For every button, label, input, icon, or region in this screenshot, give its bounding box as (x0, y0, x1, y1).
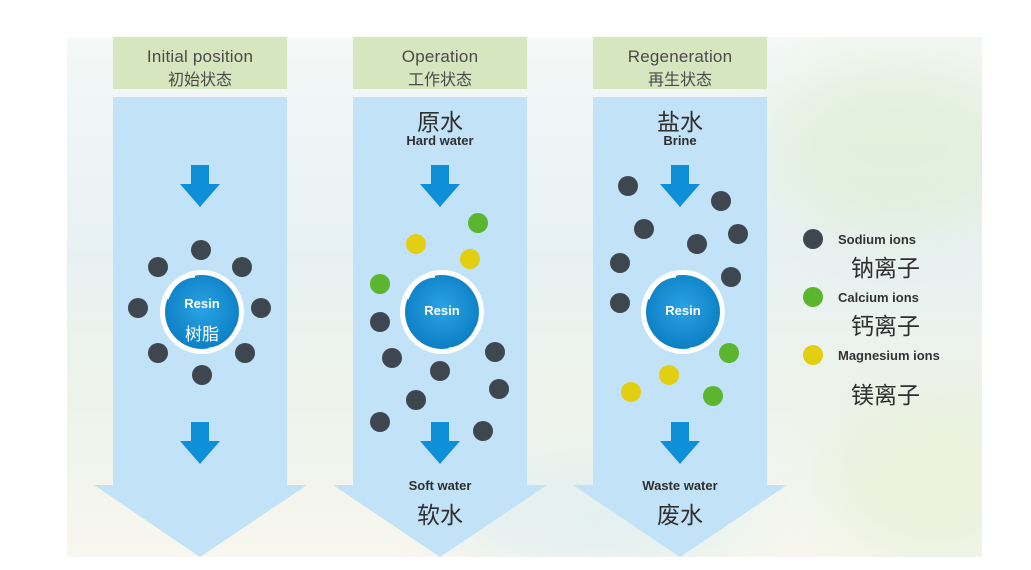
magnesium-ion (406, 234, 426, 254)
magnesium-ion (460, 249, 480, 269)
sodium-ion (406, 390, 426, 410)
sodium-ion (687, 234, 707, 254)
sodium-ion (618, 176, 638, 196)
sodium-ion (370, 412, 390, 432)
resin-label-operation: Resin (424, 303, 460, 318)
resin-sphere-operation (400, 270, 484, 354)
flow-arrow-regeneration-top (660, 165, 700, 207)
calcium-ion (468, 213, 488, 233)
legend-dot-sodium (803, 229, 823, 249)
calcium-ion (703, 386, 723, 406)
resin-sphere-initial (160, 270, 244, 354)
magnesium-ion (659, 365, 679, 385)
sodium-ion (634, 219, 654, 239)
header-regeneration-en: Regeneration (627, 47, 733, 66)
header-regeneration-cn: 再生状态 (647, 70, 712, 89)
sodium-ion (721, 267, 741, 287)
sodium-ion (728, 224, 748, 244)
flow-arrow-initial-top (180, 165, 220, 207)
header-initial-en: Initial position (146, 47, 254, 66)
flow-arrow-initial-bottom (180, 422, 220, 464)
operation-bottom-en: Soft water (408, 478, 472, 493)
sodium-ion (370, 312, 390, 332)
legend-magnesium-cn: 镁离子 (851, 383, 920, 409)
sodium-ion (610, 293, 630, 313)
sodium-ion (430, 361, 450, 381)
resin-label-initial-cn: 树脂 (185, 325, 219, 345)
sodium-ion (148, 343, 168, 363)
sodium-ion (251, 298, 271, 318)
magnesium-ion (621, 382, 641, 402)
resin-label-regeneration: Resin (665, 303, 701, 318)
legend-calcium-cn: 钙离子 (851, 314, 920, 340)
regeneration-top-en: Brine (663, 133, 697, 148)
sodium-ion (610, 253, 630, 273)
flow-arrow-operation-bottom (420, 422, 460, 464)
header-regeneration: Regeneration 再生状态 (593, 37, 767, 89)
header-operation: Operation 工作状态 (353, 37, 527, 89)
sodium-ion (485, 342, 505, 362)
legend-dot-magnesium (803, 345, 823, 365)
calcium-ion (719, 343, 739, 363)
sodium-ion (489, 379, 509, 399)
header-operation-cn: 工作状态 (407, 70, 472, 89)
resin-sphere-regeneration (641, 270, 725, 354)
sodium-ion (148, 257, 168, 277)
regeneration-bottom-cn: 废水 (657, 503, 703, 529)
sodium-ion (473, 421, 493, 441)
sodium-ion (191, 240, 211, 260)
diagram-graphics (94, 97, 787, 557)
legend-calcium-en: Calcium ions (838, 290, 919, 305)
header-operation-en: Operation (401, 47, 479, 66)
legend-sodium-en: Sodium ions (838, 232, 916, 247)
sodium-ion (192, 365, 212, 385)
flow-arrow-operation-top (420, 165, 460, 207)
sodium-ion (235, 343, 255, 363)
legend-magnesium-en: Magnesium ions (838, 348, 940, 363)
operation-top-en: Hard water (406, 133, 474, 148)
operation-bottom-cn: 软水 (417, 503, 463, 529)
resin-label-initial-en: Resin (184, 296, 220, 311)
header-initial: Initial position 初始状态 (113, 37, 287, 89)
operation-top-cn: 原水 (417, 110, 463, 136)
regeneration-top-cn: 盐水 (657, 110, 703, 136)
sodium-ion (128, 298, 148, 318)
regeneration-bottom-en: Waste water (642, 478, 718, 493)
sodium-ion (711, 191, 731, 211)
legend-dot-calcium (803, 287, 823, 307)
header-initial-cn: 初始状态 (167, 70, 232, 89)
sodium-ion (382, 348, 402, 368)
sodium-ion (232, 257, 252, 277)
diagram-panel: Initial position 初始状态 Operation 工作状态 Reg… (67, 37, 982, 557)
legend-sodium-cn: 钠离子 (851, 256, 920, 282)
flow-arrow-regeneration-bottom (660, 422, 700, 464)
calcium-ion (370, 274, 390, 294)
